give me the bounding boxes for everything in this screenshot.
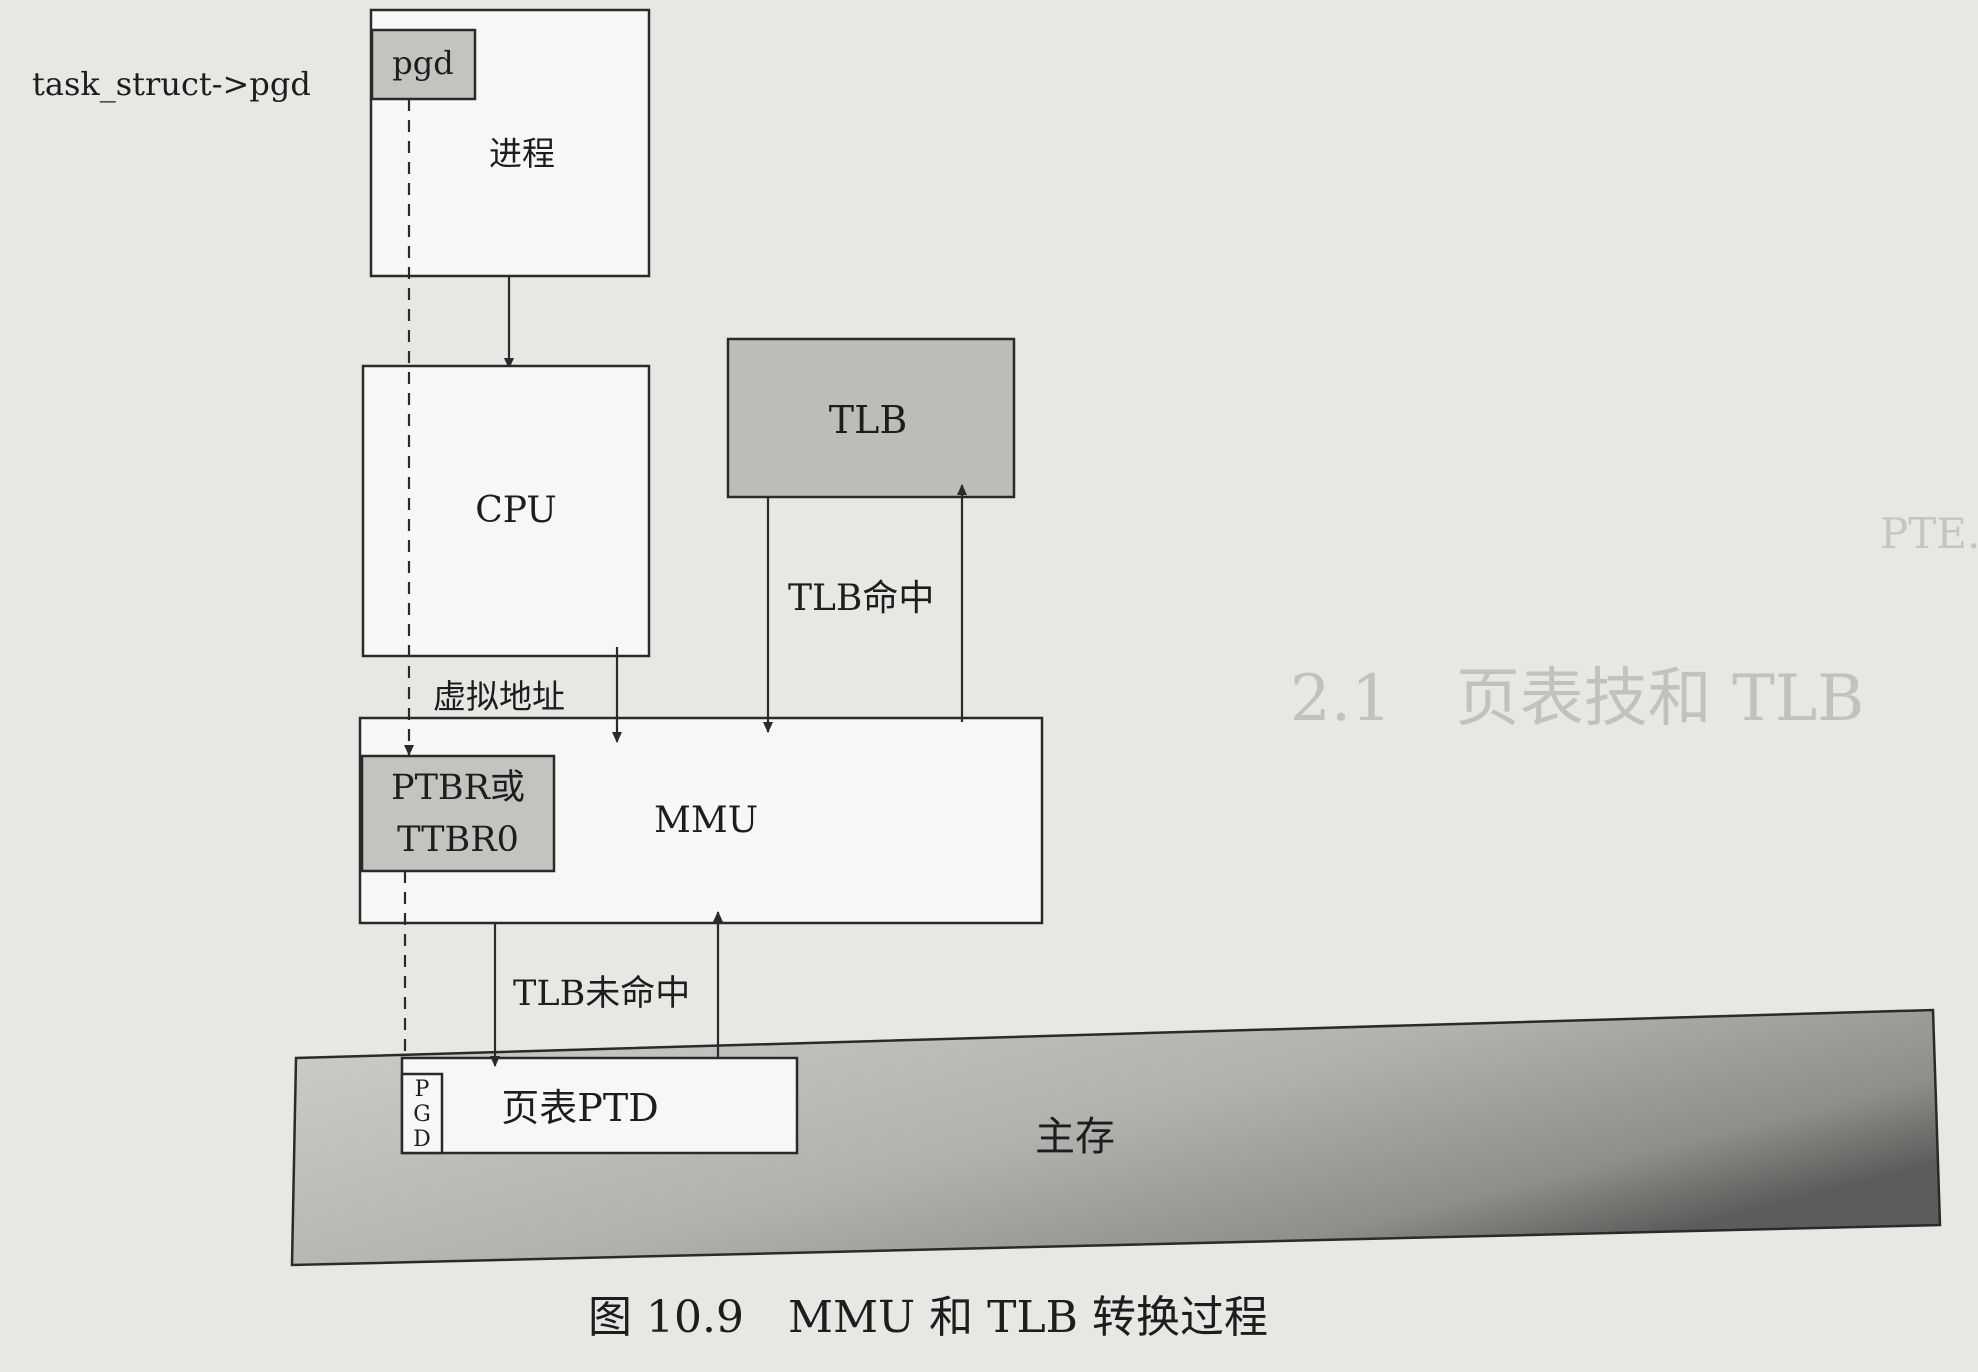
background-pte: PTE.	[1880, 509, 1978, 558]
background-heading: 2.1 页表技和 TLB	[1290, 662, 1864, 736]
pgd-label: pgd	[392, 44, 453, 82]
ptbr-register-line2: TTBR0	[397, 820, 519, 860]
pgd-column	[400, 1072, 444, 1155]
mmu-box: PTBR或 TTBR0 MMU	[358, 716, 1044, 925]
virtual-address-label: 虚拟地址	[433, 677, 565, 716]
tlb-miss-label: TLB未命中	[513, 974, 690, 1014]
pgd-letter-p: P	[415, 1077, 430, 1102]
cpu-label: CPU	[475, 490, 556, 531]
pgd-cell	[370, 28, 477, 101]
figure-caption: 图 10.9 MMU 和 TLB 转换过程	[588, 1292, 1268, 1343]
page-table-label: 页表PTD	[501, 1086, 658, 1130]
main-memory-label: 主存	[1035, 1114, 1115, 1160]
ptbr-register-cell	[360, 754, 556, 873]
cpu-box: CPU	[361, 364, 651, 658]
mmu-label: MMU	[654, 800, 758, 841]
pgd-letter-g: G	[413, 1102, 431, 1127]
tlb-box: TLB	[726, 337, 1016, 499]
process-label: 进程	[489, 134, 555, 173]
pointer-label: task_struct->pgd	[32, 65, 311, 103]
ptbr-register-line1: PTBR或	[391, 768, 525, 808]
pgd-letter-d: D	[413, 1127, 431, 1152]
tlb-hit-label: TLB命中	[788, 578, 934, 619]
page-table-box: P G D 页表PTD	[400, 1056, 799, 1155]
process-box: pgd 进程	[369, 8, 651, 278]
tlb-label: TLB	[829, 398, 908, 442]
